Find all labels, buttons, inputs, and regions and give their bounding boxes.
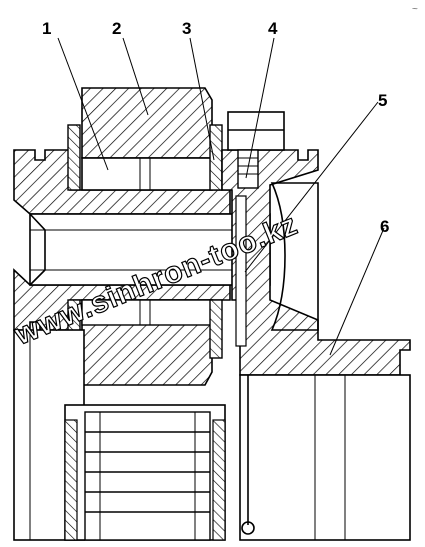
callout-4: 4 [268,19,278,38]
callout-1: 1 [42,19,51,38]
carrier-flange [221,149,411,376]
gear-top [81,87,213,159]
needle-bearing-bottom [81,299,213,326]
corner-mark: ~ [412,4,418,15]
washer-right-bottom [209,299,223,359]
washer-left-top [67,124,81,191]
callout-2: 2 [112,19,121,38]
pin [235,195,247,347]
callout-5: 5 [378,91,387,110]
shaft [29,213,271,286]
ring-gear-body [239,374,411,541]
callout-6: 6 [380,217,389,236]
needle-bearing-top [81,157,213,191]
washer-right-top [209,124,223,191]
bolt-head [227,111,285,151]
callout-3: 3 [182,19,191,38]
